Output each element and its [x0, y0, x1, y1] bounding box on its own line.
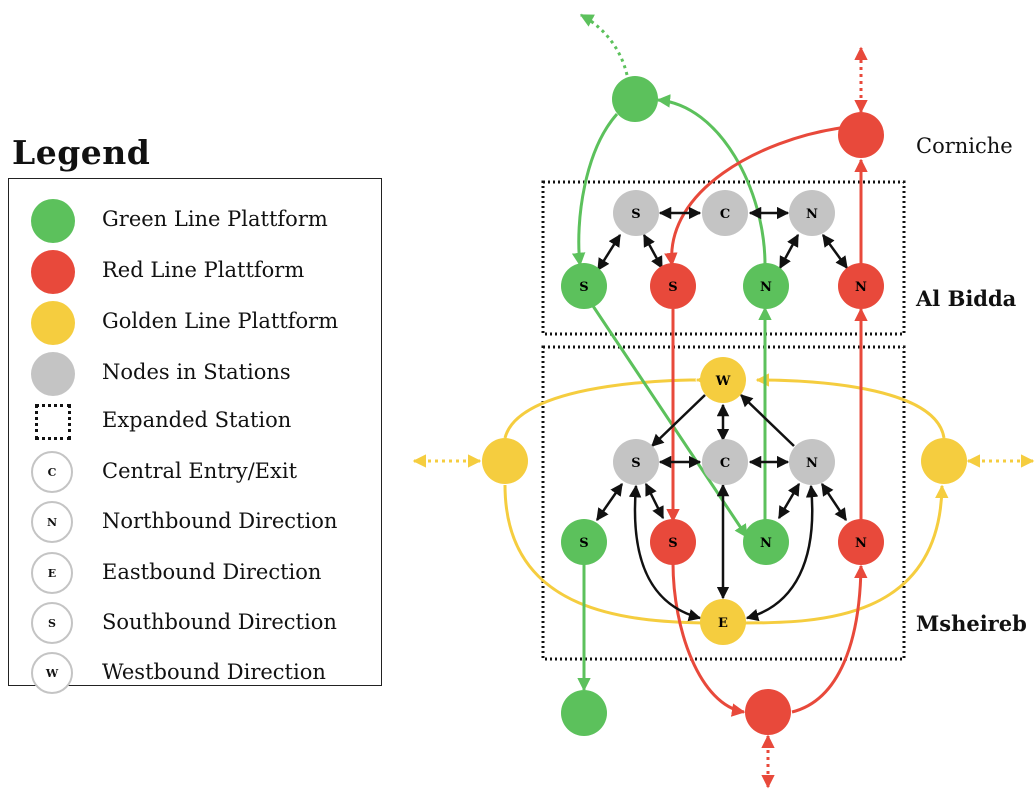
gold-edge [503, 373, 710, 439]
green-edge [656, 94, 767, 266]
legend-item-label: Nodes in Stations [102, 360, 291, 384]
msheireb-green-n [743, 519, 789, 565]
outline-circle-icon: W [31, 652, 73, 694]
msheireb-gold-e [700, 599, 746, 645]
legend-item-label: Golden Line Plattform [102, 309, 339, 333]
legend-box: Green Line Plattform Red Line Plattform … [8, 178, 382, 694]
station-label-msheireb: Msheireb [916, 611, 1027, 636]
legend-item: S Southbound Direction [9, 602, 379, 646]
legend-item: Golden Line Plattform [9, 301, 379, 345]
node-edge [596, 233, 622, 272]
node-letter: C [720, 207, 730, 222]
legend-item: W Westbound Direction [9, 652, 379, 696]
station-label-corniche: Corniche [916, 134, 1013, 158]
gold-edge [755, 373, 946, 439]
outline-circle-icon: N [31, 501, 73, 543]
al-bidda-node-n [789, 190, 835, 236]
node-letter: N [806, 207, 818, 222]
node-letter: W [715, 374, 731, 389]
node-edge [644, 482, 665, 520]
legend-item-label: Expanded Station [102, 408, 292, 432]
al-bidda-station-box [541, 180, 906, 336]
legend-item-label: Red Line Plattform [102, 258, 305, 282]
node-letter: S [631, 207, 640, 222]
gold-circle-icon [31, 301, 75, 345]
al-bidda-node-c [702, 190, 748, 236]
node-letter: N [760, 536, 772, 551]
red-circle-icon [31, 250, 75, 294]
node-edge [821, 233, 849, 270]
node-letter: S [668, 536, 677, 551]
msheireb-red-s [650, 519, 696, 565]
node-edge [740, 394, 795, 447]
gold-edge [503, 484, 722, 630]
gold-terminal-west [482, 438, 528, 484]
node-edge [595, 482, 624, 522]
legend-item: Expanded Station [9, 400, 379, 444]
legend-title: Legend [12, 133, 151, 172]
legend-item: Green Line Plattform [9, 199, 379, 243]
node-letter: S [631, 456, 640, 471]
node-edge [778, 233, 800, 270]
legend-item-label: Green Line Plattform [102, 207, 328, 231]
red-terminal-bottom [745, 689, 791, 735]
msheireb-node-n [789, 439, 835, 485]
legend-item: Nodes in Stations [9, 352, 379, 396]
node-letter: C [720, 456, 730, 471]
msheireb-green-s [561, 519, 607, 565]
node-letter: N [760, 280, 772, 295]
outline-circle-icon: S [31, 602, 73, 644]
legend-item-label: Southbound Direction [102, 610, 337, 634]
msheireb-node-s [613, 439, 659, 485]
legend-item-label: Northbound Direction [102, 509, 338, 533]
green-terminal-bottom [561, 690, 607, 736]
legend-item: N Northbound Direction [9, 501, 379, 545]
node-letter: N [806, 456, 818, 471]
dotted-square-icon [35, 404, 71, 440]
outline-circle-icon: C [31, 451, 73, 493]
node-edge [745, 484, 819, 622]
outline-circle-icon: E [31, 552, 73, 594]
red-edge [664, 126, 841, 267]
msheireb-node-c [702, 439, 748, 485]
msheireb-red-n [838, 519, 884, 565]
node-letter: N [855, 280, 867, 295]
green-terminal-top [612, 76, 658, 122]
legend-item: Red Line Plattform [9, 250, 379, 294]
node-letter: S [579, 280, 588, 295]
legend-item-label: Central Entry/Exit [102, 459, 298, 483]
red-platform-corniche [838, 112, 884, 158]
al-bidda-node-s [613, 190, 659, 236]
legend-item-label: Westbound Direction [102, 660, 326, 684]
green-circle-icon [31, 199, 75, 243]
legend-item: C Central Entry/Exit [9, 451, 379, 495]
legend-item: E Eastbound Direction [9, 552, 379, 596]
gold-terminal-east [921, 438, 967, 484]
node-letter: S [579, 536, 588, 551]
red-edge [791, 564, 868, 714]
station-label-al-bidda: Al Bidda [916, 286, 1017, 311]
gold-edge [741, 484, 949, 625]
node-letter: S [668, 280, 677, 295]
msheireb-gold-w [700, 357, 746, 403]
node-edge [820, 482, 848, 522]
legend-item-label: Eastbound Direction [102, 560, 322, 584]
msheireb-station-box [541, 345, 906, 661]
node-letter: N [855, 536, 867, 551]
al-bidda-red-n [838, 263, 884, 309]
al-bidda-green-n [743, 263, 789, 309]
grey-circle-icon [31, 352, 75, 396]
node-edge [642, 233, 664, 270]
node-edge [628, 484, 702, 622]
green-edge [571, 113, 619, 267]
al-bidda-red-s [650, 263, 696, 309]
node-edge [651, 394, 706, 447]
al-bidda-green-s [561, 263, 607, 309]
green-dotted-exit [579, 13, 629, 76]
node-edge [777, 482, 801, 520]
node-letter: E [718, 616, 728, 631]
